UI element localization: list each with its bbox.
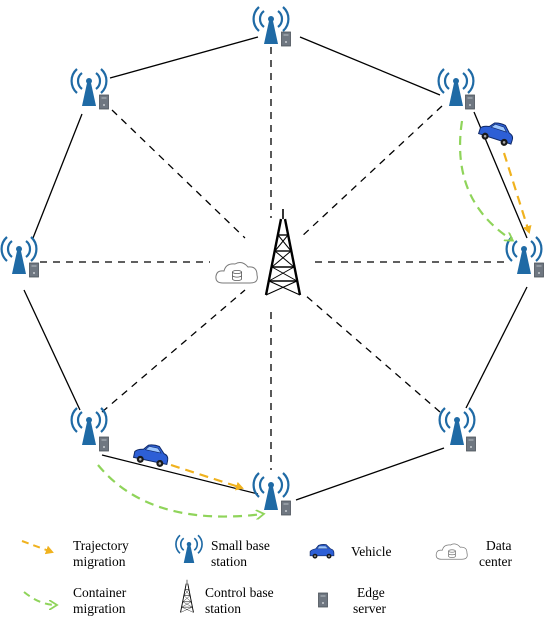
radio-tower-icon xyxy=(175,534,203,564)
car-icon xyxy=(476,117,517,149)
legend-container-label: Container migration xyxy=(73,585,130,616)
small-base-station-lower-left xyxy=(70,406,109,452)
server-icon xyxy=(534,262,544,278)
small-base-station-upper-left xyxy=(70,67,109,110)
small-base-station-right xyxy=(505,235,544,278)
small-base-station-upper-right xyxy=(437,67,475,110)
legend: Trajectory migration Small base station … xyxy=(21,534,515,616)
container-migration-arrow xyxy=(97,464,263,517)
server-icon xyxy=(99,94,109,110)
legend-data-center-label: Data center xyxy=(479,538,515,569)
server-icon xyxy=(281,31,291,47)
container-migration-arrow xyxy=(458,120,512,240)
lattice-tower-icon xyxy=(264,207,302,297)
legend-trajectory-swatch xyxy=(21,540,54,555)
server-icon xyxy=(99,436,109,452)
legend-trajectory-label: Trajectory migration xyxy=(73,538,132,569)
legend-control-base-station-label: Control base station xyxy=(205,585,277,616)
small-base-station-left xyxy=(0,235,39,278)
car-icon xyxy=(309,544,335,559)
server-icon xyxy=(281,500,291,516)
dashed-link-lower-right xyxy=(304,294,441,413)
trajectory-migration-arrow xyxy=(170,463,244,491)
dashed-link-upper-left xyxy=(111,109,246,239)
small-base-station-top xyxy=(252,5,291,47)
server-icon xyxy=(29,262,39,278)
server-icon xyxy=(318,592,328,608)
cloud-database-icon xyxy=(435,543,468,560)
legend-container-swatch xyxy=(23,591,56,605)
dashed-link-lower-left xyxy=(101,289,246,413)
small-base-station-lower-right xyxy=(438,406,476,452)
legend-vehicle-label: Vehicle xyxy=(351,544,391,559)
dashed-link-upper-right xyxy=(299,105,443,239)
lattice-tower-icon xyxy=(180,579,194,613)
cloud-database-icon xyxy=(215,262,258,284)
server-icon xyxy=(466,436,476,452)
server-icon xyxy=(465,94,475,110)
dashed-links xyxy=(40,47,510,470)
legend-small-base-station-label: Small base station xyxy=(211,538,273,569)
legend-edge-server-label: Edge server xyxy=(353,585,388,616)
small-base-station-bottom xyxy=(252,471,291,516)
